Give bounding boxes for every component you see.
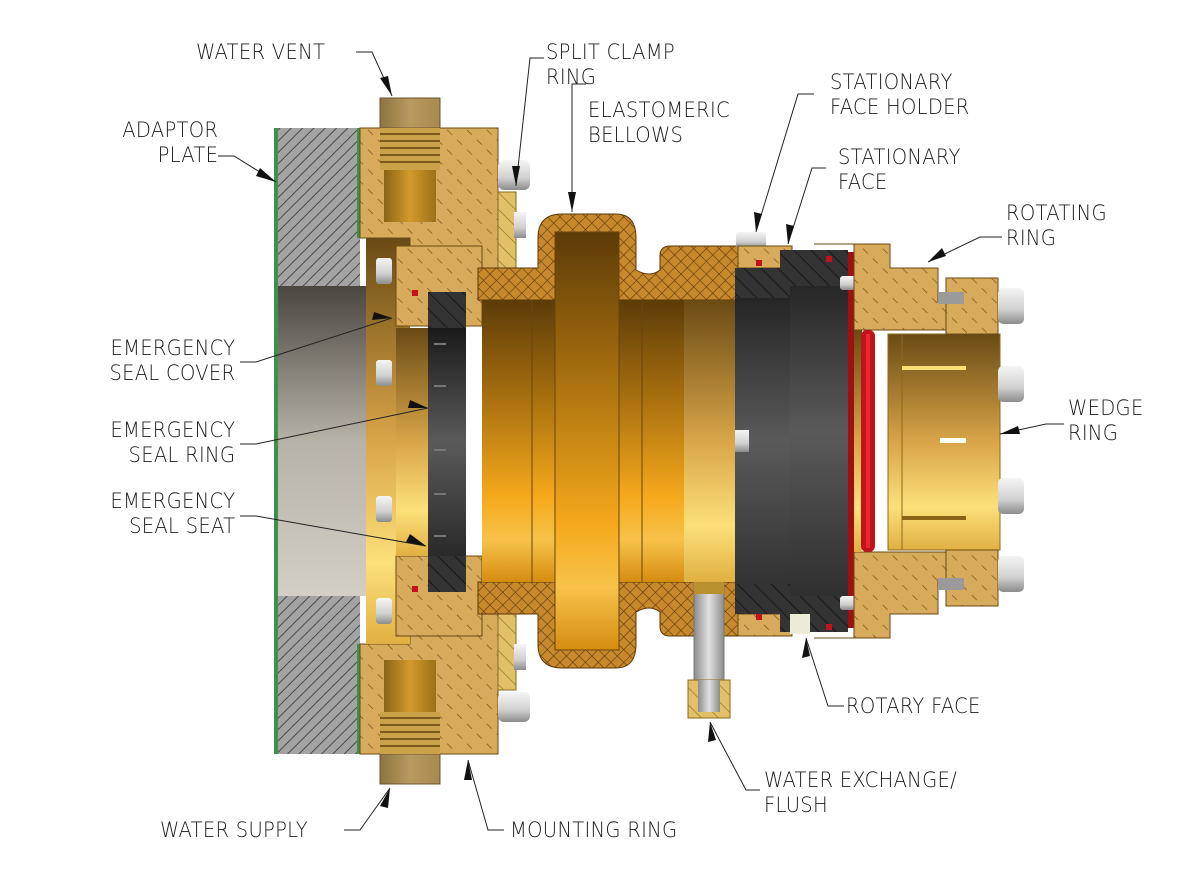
label-water-supply: WATER SUPPLY bbox=[160, 818, 308, 842]
label-stationary-face: STATIONARY FACE bbox=[838, 145, 961, 194]
adaptor-plate bbox=[274, 128, 380, 754]
label-stationary-face-holder: STATIONARY FACE HOLDER bbox=[830, 70, 970, 119]
label-emergency-seal-ring: EMERGENCY SEAL RING bbox=[110, 418, 235, 467]
label-emergency-seal-seat: EMERGENCY SEAL SEAT bbox=[110, 489, 235, 538]
stationary-face bbox=[735, 268, 790, 614]
label-mounting-ring: MOUNTING RING bbox=[510, 818, 678, 842]
label-rotating-ring: ROTATING RING bbox=[1006, 201, 1107, 250]
label-wedge-ring: WEDGE RING bbox=[1068, 396, 1144, 445]
wedge-ring bbox=[887, 277, 1024, 607]
stationary-face-holder bbox=[736, 232, 793, 637]
leader-arrows bbox=[256, 76, 1020, 808]
emergency-seal-ring bbox=[396, 292, 466, 592]
leader-lines bbox=[218, 51, 1064, 831]
water-exchange-pipe bbox=[687, 582, 731, 719]
water-supply-fitting bbox=[379, 660, 441, 785]
label-rotary-face: ROTARY FACE bbox=[846, 694, 981, 718]
rotary-face bbox=[780, 250, 866, 634]
label-emergency-seal-cover: EMERGENCY SEAL COVER bbox=[109, 336, 235, 385]
rotating-ring bbox=[814, 243, 953, 639]
label-split-clamp-ring: SPLIT CLAMP RING bbox=[546, 40, 675, 89]
label-water-exchange-flush: WATER EXCHANGE/ FLUSH bbox=[764, 768, 957, 817]
elastomeric-bellows bbox=[477, 213, 741, 669]
water-vent-fitting bbox=[379, 97, 441, 222]
label-water-vent: WATER VENT bbox=[196, 40, 326, 64]
adaptor-bolts bbox=[376, 258, 392, 624]
label-adaptor-plate: ADAPTOR PLATE bbox=[121, 118, 218, 167]
label-elastomeric-bellows: ELASTOMERIC BELLOWS bbox=[588, 98, 730, 147]
